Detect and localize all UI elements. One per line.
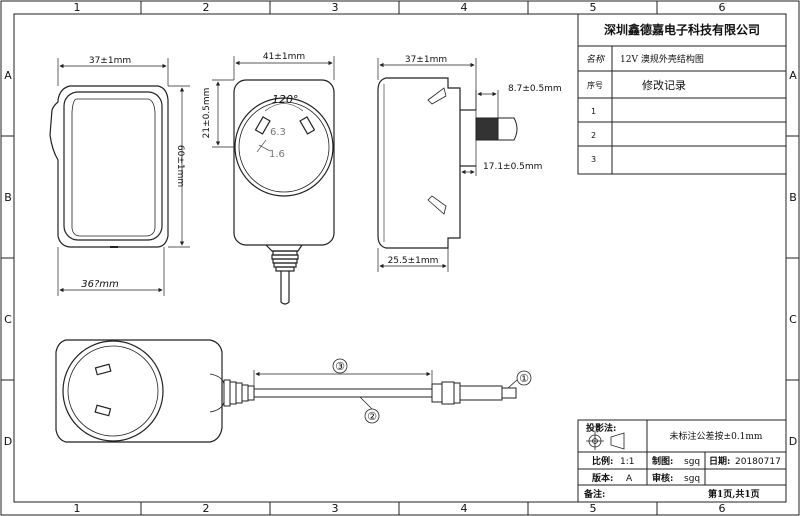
- plug-offset-dimension: [212, 79, 235, 148]
- pin-angle-label: 120°: [272, 93, 299, 106]
- strain-relief: [223, 379, 255, 407]
- review-value: sgq: [684, 474, 700, 484]
- col-label: 4: [461, 1, 468, 14]
- front-height-label: 60±1mm: [175, 145, 185, 187]
- pin-width-label: 1.6: [269, 149, 285, 160]
- version-value: A: [626, 474, 633, 484]
- page-info: 第1页,共1页: [708, 488, 760, 500]
- col-label: 5: [590, 502, 597, 515]
- col-label: 5: [590, 1, 597, 14]
- pin-thickness-label: 8.7±0.5mm: [508, 84, 562, 94]
- front-width-dimension: [57, 58, 169, 86]
- projection-label: 投影法:: [586, 422, 616, 434]
- side-depth-dimension: [377, 248, 449, 272]
- front-width-label: 37±1mm: [89, 56, 131, 66]
- title-block-bottom: [577, 419, 787, 503]
- callout-3: ③: [335, 360, 345, 373]
- bottom-view: [55, 339, 225, 443]
- callout-circles: [332, 358, 532, 424]
- projection-symbol-icon: [586, 432, 625, 450]
- plug-width-dimension: [233, 56, 335, 80]
- side-width-label: 37±1mm: [405, 55, 447, 65]
- front-bottom-label: 36?mm: [81, 279, 119, 290]
- plug-view: [233, 79, 335, 305]
- front-view: [49, 85, 169, 248]
- plug-inner-arc: [256, 103, 304, 153]
- rev-number: 2: [591, 131, 596, 140]
- plug-width-label: 41±1mm: [263, 52, 305, 62]
- column-labels-top: 1 2 3 4 5 6: [74, 1, 726, 14]
- row-label: B: [789, 191, 797, 204]
- side-depth-label: 25.5±1mm: [388, 256, 439, 266]
- pin-length-label: 6.3: [270, 127, 286, 138]
- col-label: 3: [332, 1, 339, 14]
- col-label: 4: [461, 502, 468, 515]
- review-label: 审核:: [652, 472, 673, 484]
- row-label: A: [789, 69, 797, 82]
- row-label: D: [789, 435, 797, 448]
- scale-value: 1:1: [620, 457, 634, 467]
- title-block-top: [577, 13, 787, 175]
- col-label: 6: [719, 502, 726, 515]
- row-labels-right: A B C D: [789, 69, 797, 448]
- scale-label: 比例:: [592, 455, 613, 467]
- drawn-value: sgq: [684, 457, 700, 467]
- row-label: C: [4, 313, 12, 326]
- name-label: 名称: [586, 54, 606, 65]
- column-labels-bottom: 1 2 3 4 5 6: [74, 502, 726, 515]
- row-label: B: [4, 191, 12, 204]
- col-label: 2: [203, 1, 210, 14]
- callout-2: ②: [367, 410, 377, 423]
- tolerance-note: 未标注公差按±0.1mm: [670, 430, 763, 442]
- front-bottom-dimension: [57, 247, 165, 296]
- pin-height-dimension: [459, 140, 477, 176]
- version-label: 版本:: [591, 472, 613, 484]
- col-label: 1: [74, 502, 81, 515]
- rev-number: 1: [591, 107, 596, 116]
- rev-number: 3: [591, 155, 596, 164]
- front-height-dimension: [168, 85, 190, 248]
- notes-label: 备注:: [583, 488, 605, 500]
- company-name: 深圳鑫德嘉电子科技有限公司: [604, 22, 760, 37]
- pin-thickness-dimension: [475, 90, 499, 118]
- col-label: 2: [203, 502, 210, 515]
- cable: [254, 388, 432, 398]
- row-label: C: [789, 313, 797, 326]
- date-value: 20180717: [735, 457, 781, 467]
- row-label: A: [4, 69, 12, 82]
- cable-length-dimension: [253, 370, 433, 389]
- callout-1: ①: [519, 372, 529, 385]
- plug-offset-label: 21±0.5mm: [202, 88, 212, 139]
- drawn-label: 制图:: [652, 455, 673, 467]
- row-label: D: [4, 435, 12, 448]
- pin-height-label: 17.1±0.5mm: [483, 162, 542, 172]
- col-label: 1: [74, 1, 81, 14]
- name-value: 12V 澳规外壳结构图: [620, 53, 704, 65]
- col-label: 3: [332, 502, 339, 515]
- date-label: 日期:: [709, 455, 730, 467]
- side-view: [377, 77, 476, 249]
- dc-connector: [431, 381, 517, 405]
- row-labels-left: A B C D: [4, 69, 12, 448]
- side-width-dimension: [377, 58, 477, 110]
- revision-label: 修改记录: [642, 78, 686, 92]
- seq-label: 序号: [587, 80, 603, 90]
- col-label: 6: [719, 1, 726, 14]
- side-pin: [475, 117, 518, 141]
